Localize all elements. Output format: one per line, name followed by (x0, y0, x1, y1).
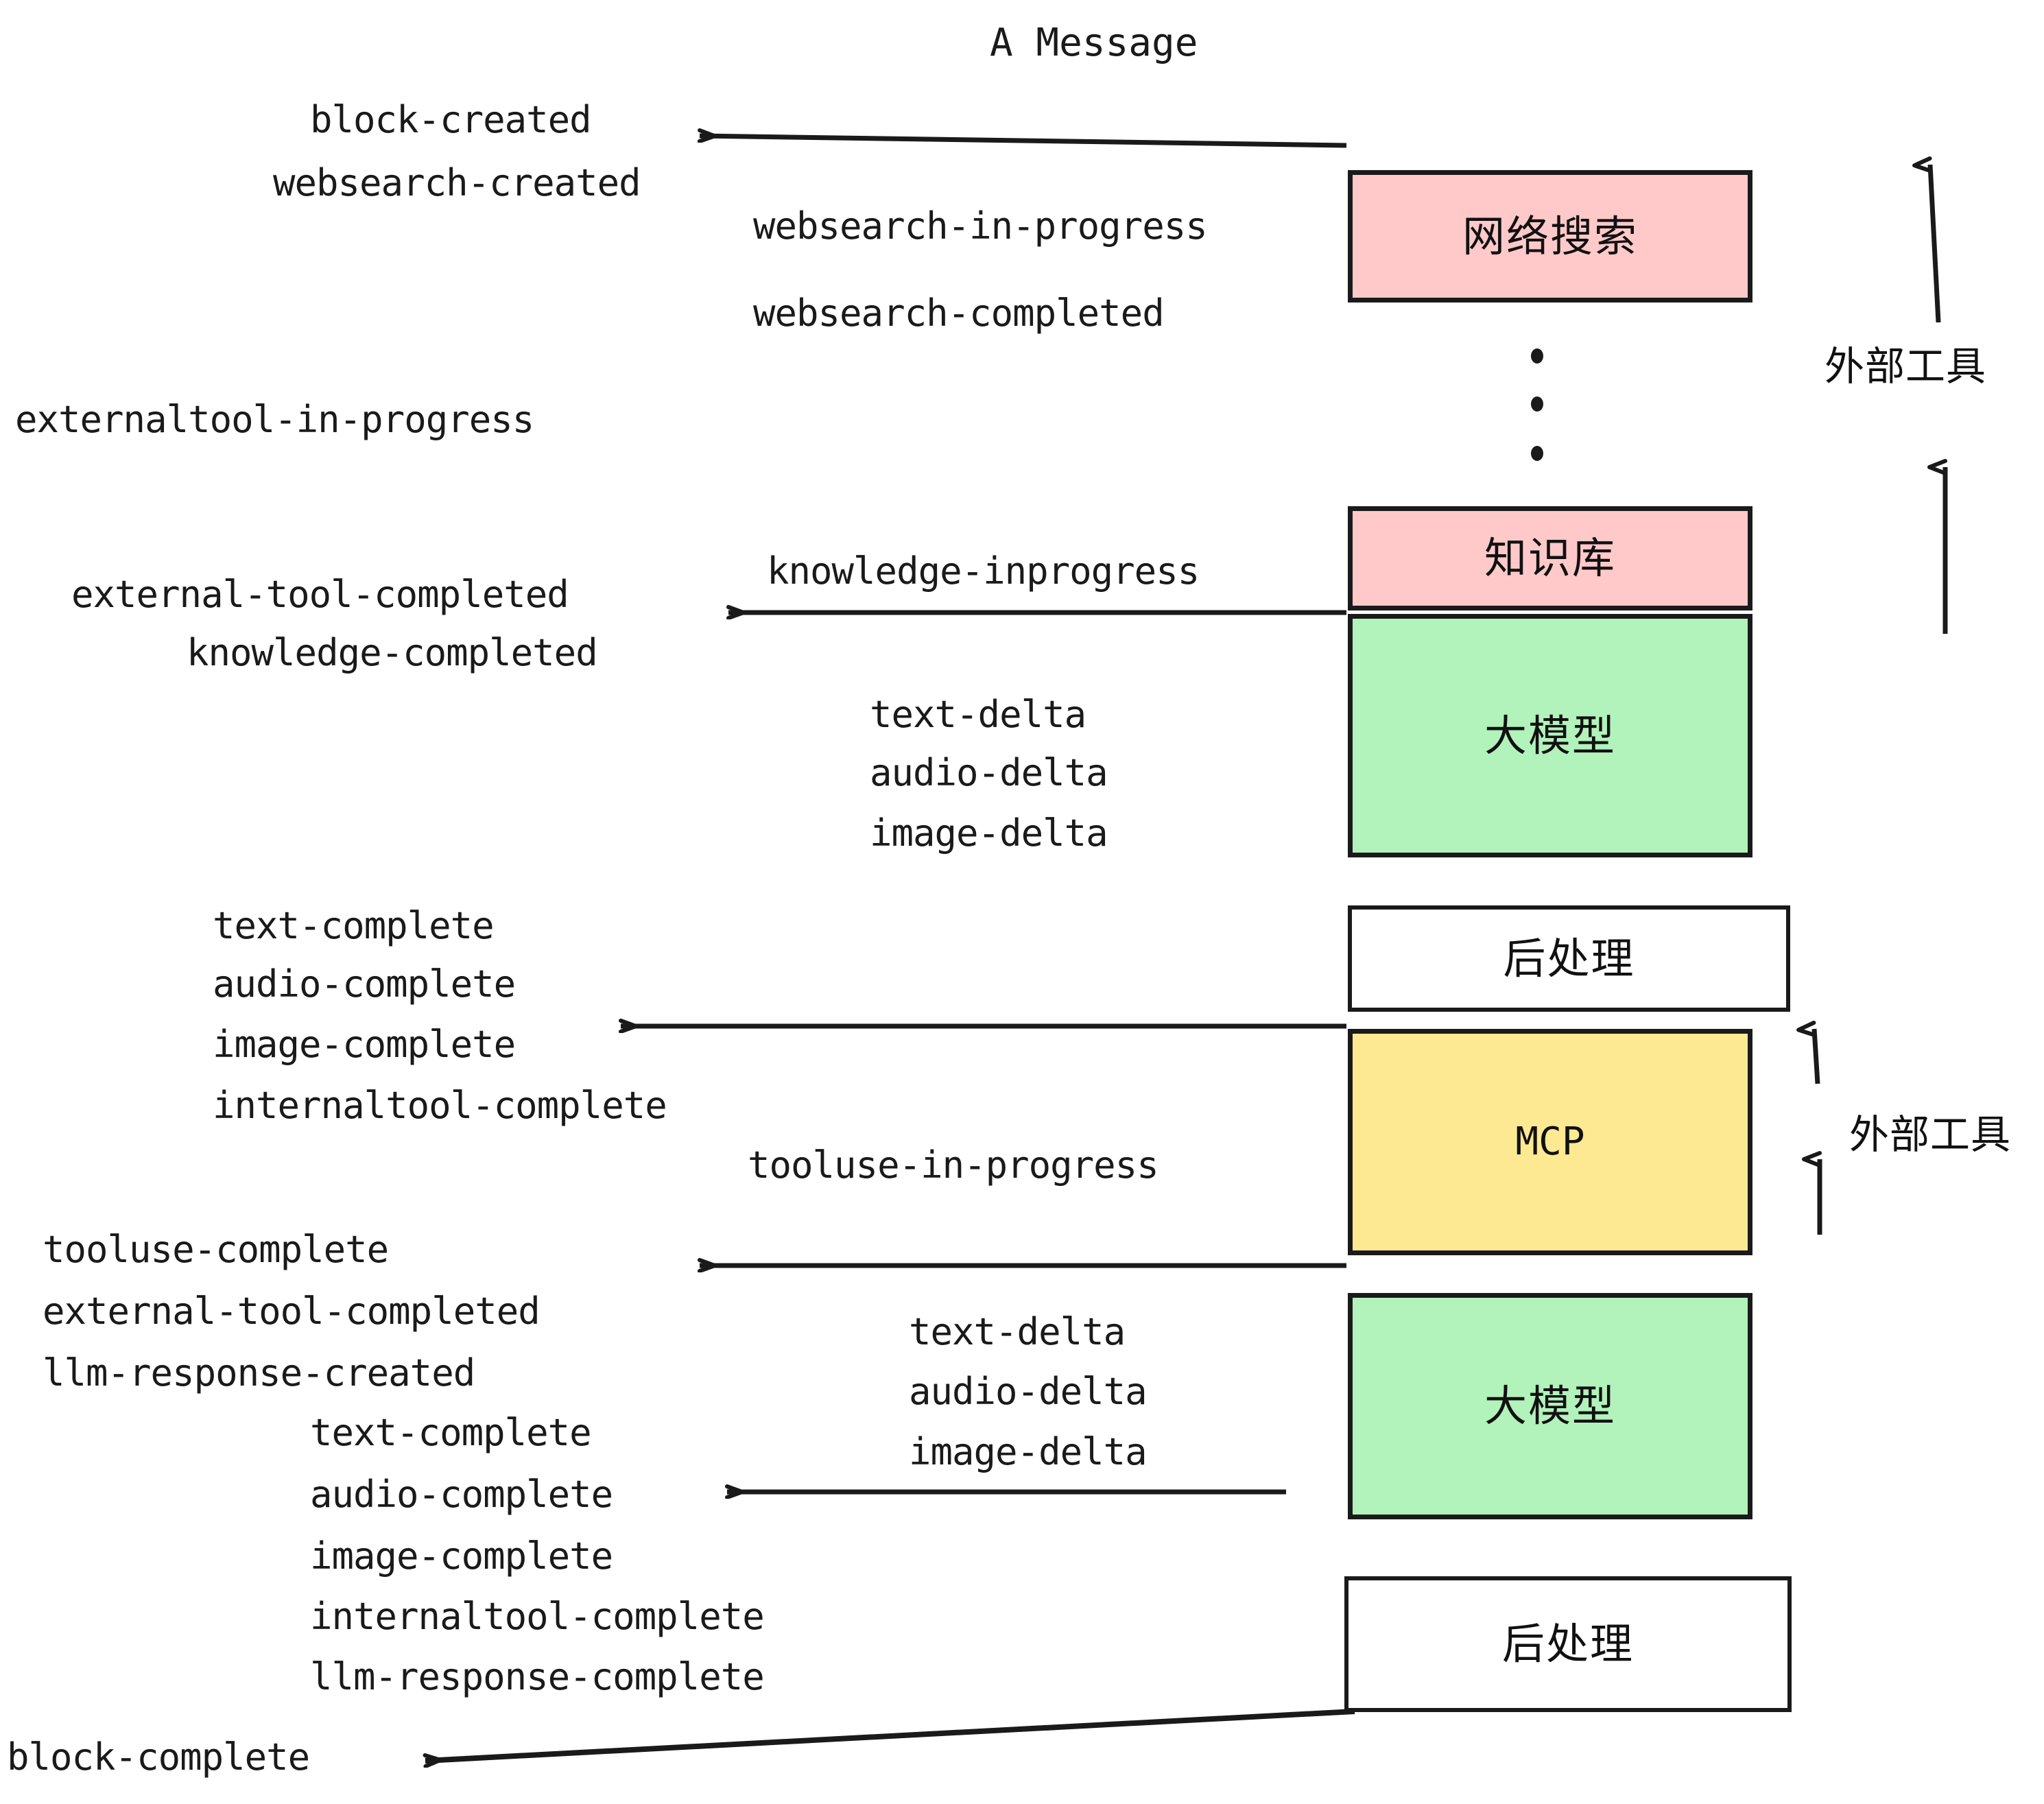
side-label-external-tools-top: 外部工具 (1825, 343, 1987, 390)
event-label-text-complete-2: text-complete (310, 1411, 592, 1454)
side-label-external-tools-bottom: 外部工具 (1849, 1111, 2012, 1158)
event-label-image-delta-2: image-delta (909, 1430, 1148, 1473)
node-post-processing-bottom[interactable]: 后处理 (1344, 1576, 1792, 1712)
external-tools-up-arrow-top (1930, 165, 1941, 323)
event-label-audio-delta-2: audio-delta (909, 1370, 1148, 1413)
event-label-image-complete-1: image-complete (213, 1023, 516, 1066)
arrow-websearch-created (700, 136, 1347, 148)
event-label-tooluse-in-progress: tooluse-in-progress (748, 1143, 1159, 1187)
event-label-internaltool-complete-1: internaltool-complete (213, 1084, 667, 1127)
external-tools-up-arrow-bottom (1814, 1029, 1820, 1084)
node-label-mcp: MCP (1515, 1119, 1585, 1164)
event-label-tooluse-complete: tooluse-complete (43, 1228, 389, 1271)
event-label-llm-response-created: llm-response-created (43, 1351, 475, 1394)
ellipsis-dot (1531, 396, 1543, 412)
event-label-websearch-completed: websearch-completed (753, 292, 1165, 335)
event-label-text-complete-1: text-complete (213, 904, 495, 947)
node-post-processing-top[interactable]: 后处理 (1348, 905, 1790, 1012)
node-label-knowledge: 知识库 (1484, 533, 1616, 583)
event-label-text-delta-1: text-delta (870, 693, 1086, 736)
event-label-image-delta-1: image-delta (870, 811, 1108, 855)
event-label-externaltool-in-progress: externaltool-in-progress (15, 398, 534, 441)
event-label-image-complete-2: image-complete (310, 1534, 613, 1578)
event-label-websearch-in-progress: websearch-in-progress (753, 204, 1208, 248)
arrow-block-complete (425, 1709, 1355, 1761)
event-label-knowledge-completed: knowledge-completed (187, 631, 598, 674)
event-label-websearch-created: websearch-created (273, 161, 641, 204)
node-label-post-processing-bottom: 后处理 (1501, 1619, 1634, 1669)
event-label-block-created: block-created (310, 98, 592, 141)
event-label-audio-delta-1: audio-delta (870, 751, 1108, 794)
event-label-external-tool-completed-1: external-tool-completed (71, 573, 569, 616)
ellipsis-dot (1531, 348, 1543, 364)
node-mcp[interactable]: MCP (1348, 1029, 1752, 1255)
node-label-llm-top: 大模型 (1484, 710, 1616, 761)
event-label-external-tool-completed-2: external-tool-completed (43, 1290, 540, 1333)
node-websearch[interactable]: 网络搜索 (1348, 170, 1752, 302)
event-label-block-complete: block-complete (7, 1735, 310, 1779)
node-label-llm-bottom: 大模型 (1484, 1381, 1616, 1431)
event-label-audio-complete-2: audio-complete (310, 1473, 613, 1516)
node-llm-bottom[interactable]: 大模型 (1348, 1293, 1752, 1519)
event-label-internaltool-complete-2: internaltool-complete (310, 1595, 765, 1638)
node-label-post-processing-top: 后处理 (1503, 933, 1635, 984)
event-label-knowledge-inprogress: knowledge-inprogress (767, 549, 1200, 593)
event-label-audio-complete-1: audio-complete (213, 962, 516, 1006)
event-label-llm-response-complete: llm-response-complete (310, 1655, 765, 1698)
page-title: A Message (990, 21, 1198, 65)
node-llm-top[interactable]: 大模型 (1348, 614, 1752, 857)
event-label-text-delta-2: text-delta (909, 1310, 1126, 1353)
node-knowledge[interactable]: 知识库 (1348, 506, 1752, 610)
node-label-websearch: 网络搜索 (1462, 211, 1638, 261)
ellipsis-dot (1531, 446, 1543, 461)
